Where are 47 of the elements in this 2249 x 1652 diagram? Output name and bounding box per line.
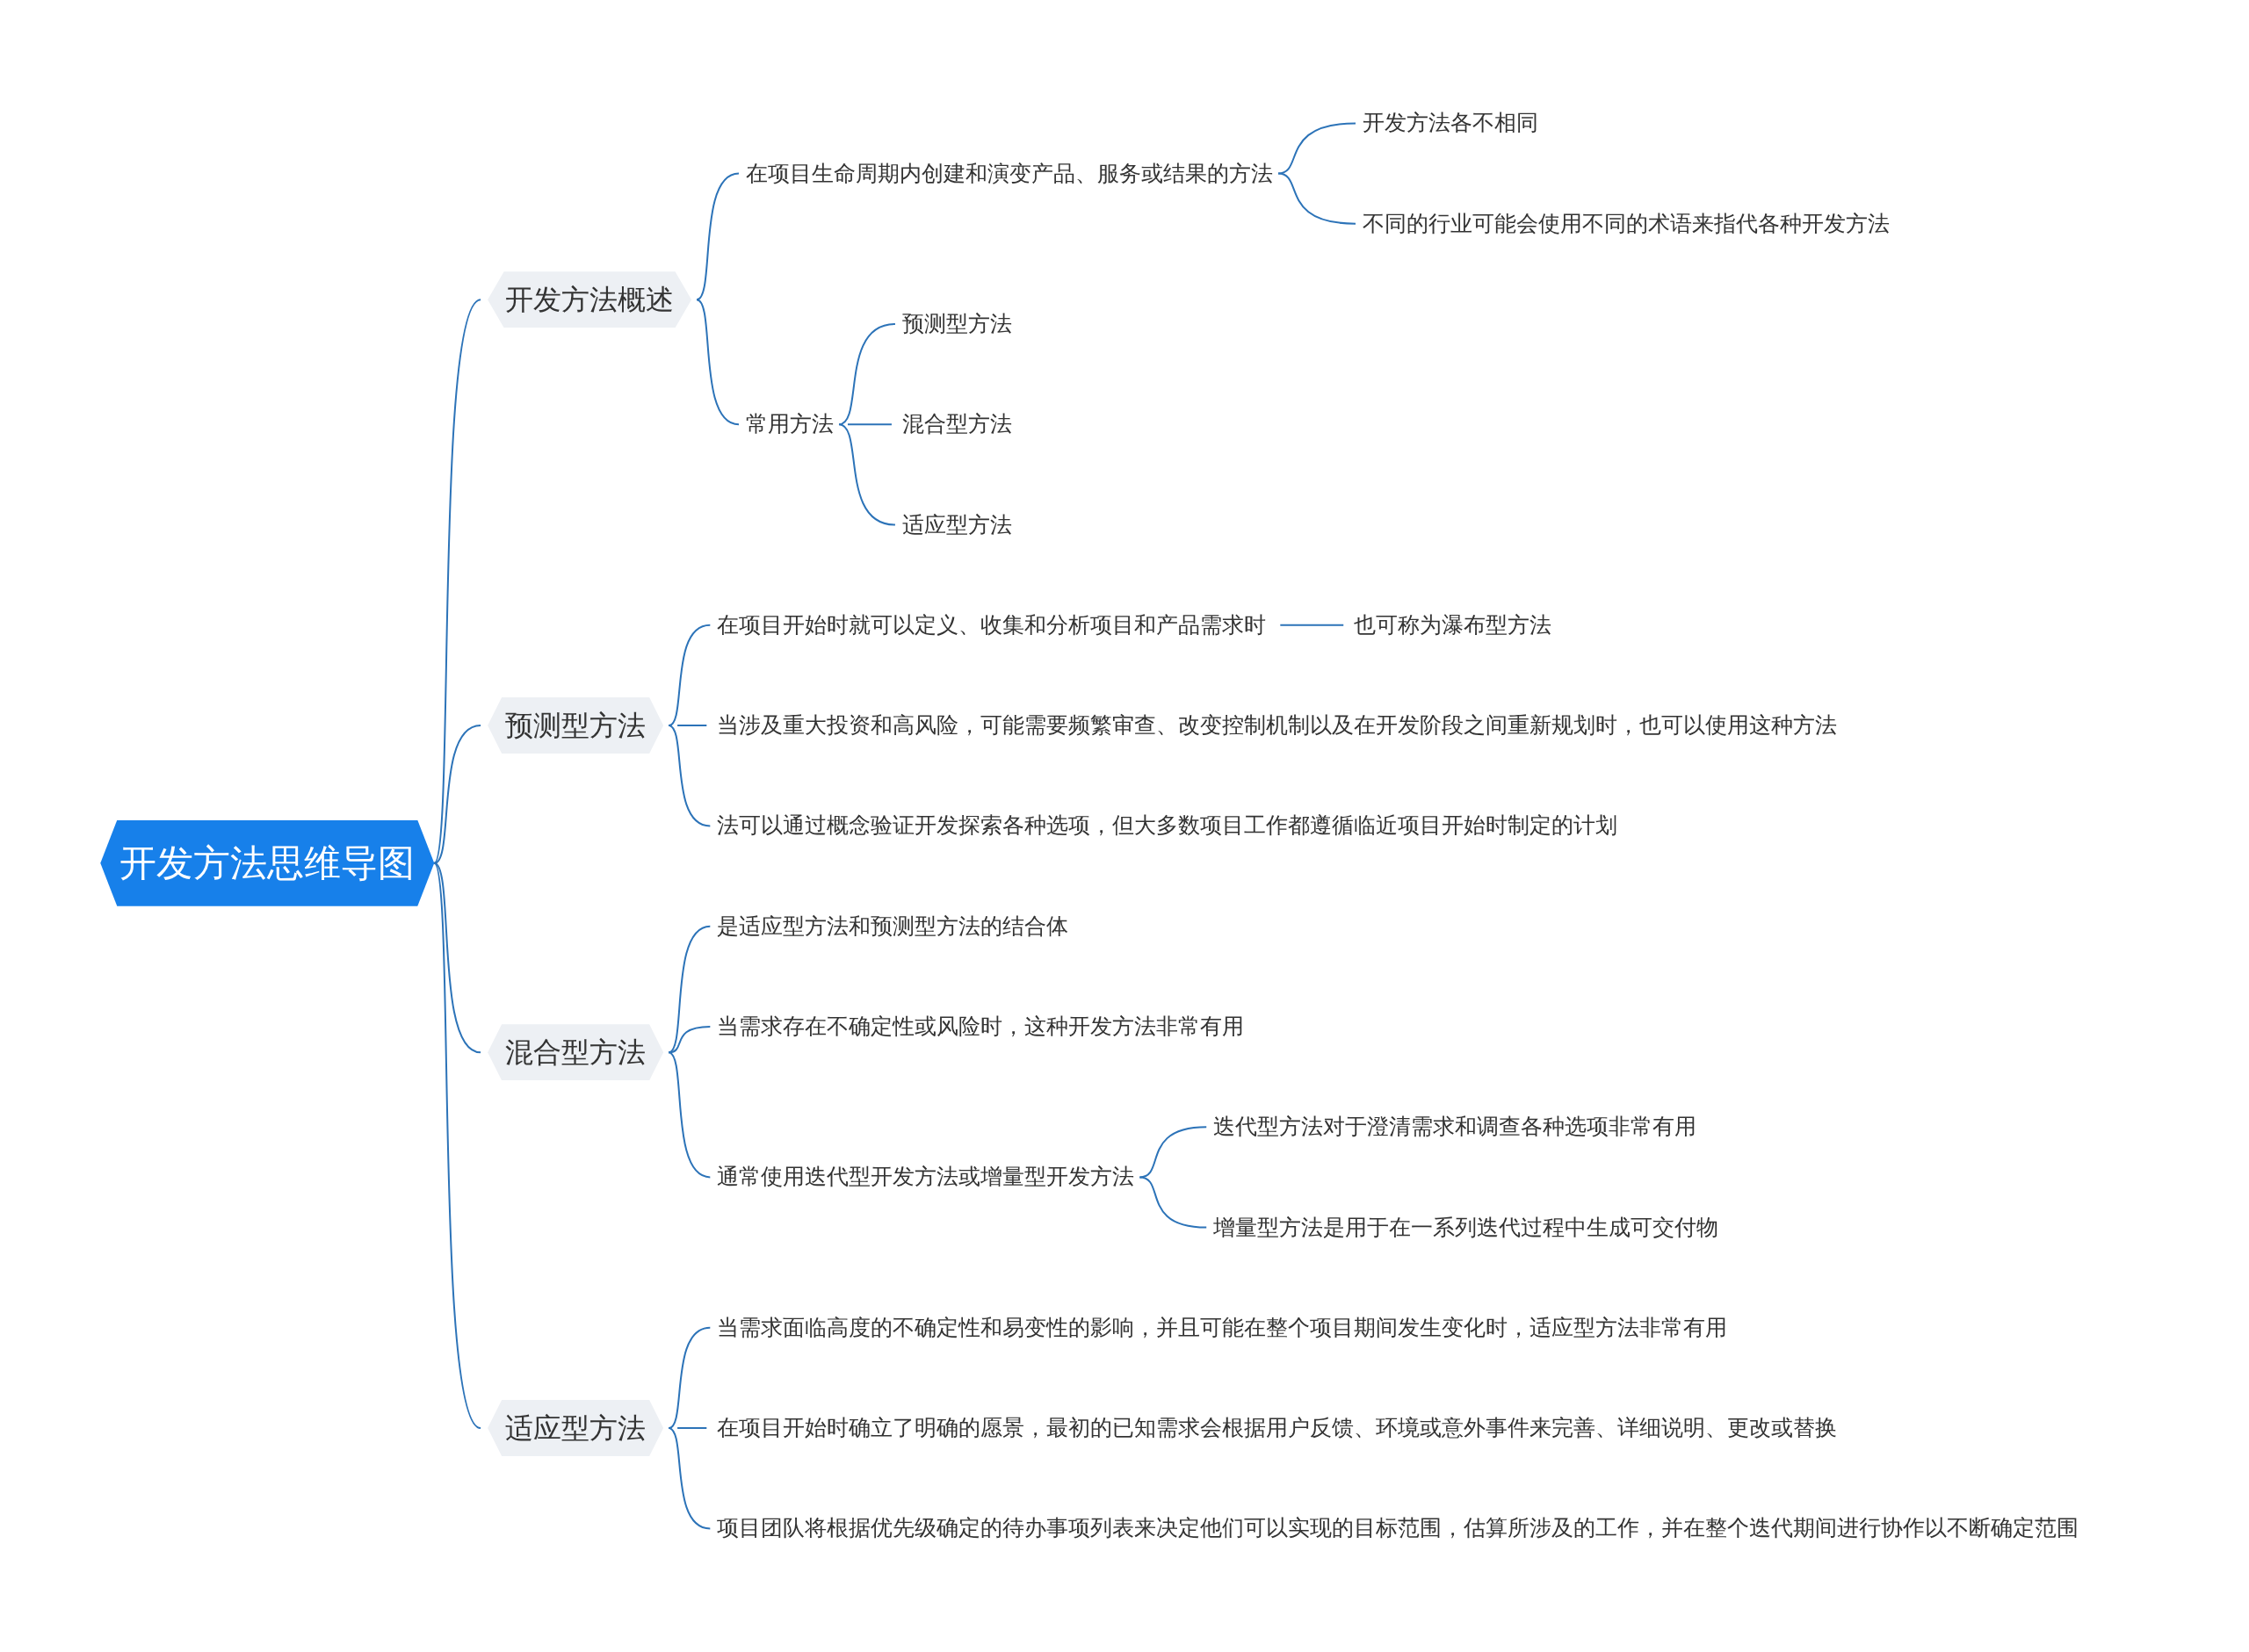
branch-topic: 开发方法概述 bbox=[488, 271, 692, 328]
connector-line bbox=[433, 862, 482, 1430]
topic-text: 预测型方法 bbox=[901, 308, 1012, 339]
topic-text: 当需求存在不确定性或风险时，这种开发方法非常有用 bbox=[717, 1011, 1245, 1042]
connector-line bbox=[668, 1326, 712, 1430]
topic-text: 是适应型方法和预测型方法的结合体 bbox=[717, 911, 1069, 941]
topic-text: 常用方法 bbox=[745, 409, 834, 440]
connector-line bbox=[838, 323, 896, 426]
connector-line bbox=[433, 862, 482, 1054]
connector-line bbox=[1279, 624, 1345, 626]
connector-line bbox=[668, 624, 712, 727]
connector-line bbox=[1277, 172, 1356, 225]
topic-text: 在项目开始时就可以定义、收集和分析项目和产品需求时 bbox=[717, 610, 1267, 640]
topic-text: 当需求面临高度的不确定性和易变性的影响，并且可能在整个项目期间发生变化时，适应型方法非常有用 bbox=[717, 1312, 1728, 1343]
branch-topic: 混合型方法 bbox=[488, 1024, 664, 1081]
topic-text: 项目团队将根据优先级确定的待办事项列表来决定他们可以实现的目标范围，估算所涉及的工作，并在整个迭代期间进行协作以不断确定范围 bbox=[717, 1513, 2079, 1544]
topic-text: 在项目开始时确立了明确的愿景，最初的已知需求会根据用户反馈、环境或意外事件来完善、详细说明、更改或替换 bbox=[717, 1413, 1838, 1444]
connector-line bbox=[433, 725, 482, 864]
connector-line bbox=[1139, 1176, 1208, 1229]
topic-text: 在项目生命周期内创建和演变产品、服务或结果的方法 bbox=[745, 158, 1273, 189]
connector-line bbox=[676, 725, 708, 727]
topic-text: 不同的行业可能会使用不同的术语来指代各种开发方法 bbox=[1363, 208, 1890, 239]
topic-text: 当涉及重大投资和高风险，可能需要频繁审查、改变控制机制以及在开发阶段之间重新规划时，也可以使用这种方法 bbox=[717, 711, 1838, 741]
connector-line bbox=[696, 172, 740, 301]
topic-text: 开发方法各不相同 bbox=[1363, 108, 1538, 139]
connector-line bbox=[668, 1427, 712, 1530]
topic-text: 迭代型方法对于澄清需求和调查各种选项非常有用 bbox=[1213, 1112, 1697, 1143]
topic-text: 也可称为瀑布型方法 bbox=[1354, 610, 1552, 640]
connector-line bbox=[696, 299, 740, 426]
connector-line bbox=[838, 423, 896, 526]
topic-text: 混合型方法 bbox=[901, 409, 1012, 440]
topic-text: 增量型方法是用于在一系列迭代过程中生成可交付物 bbox=[1213, 1212, 1719, 1243]
connector-line bbox=[1139, 1126, 1208, 1179]
connector-line bbox=[433, 299, 482, 864]
connector-line bbox=[668, 725, 712, 827]
connector-line bbox=[668, 1051, 712, 1179]
topic-text: 适应型方法 bbox=[901, 509, 1012, 540]
connector-line bbox=[1277, 122, 1356, 175]
topic-text: 通常使用迭代型开发方法或增量型开发方法 bbox=[717, 1162, 1135, 1193]
connector-line bbox=[676, 1427, 708, 1430]
root-topic: 开发方法思维导图 bbox=[100, 819, 435, 906]
connector-line bbox=[668, 1026, 712, 1054]
connector-line bbox=[668, 925, 712, 1054]
topic-text: 法可以通过概念验证开发探索各种选项，但大多数项目工作都遵循临近项目开始时制定的计划 bbox=[717, 811, 1618, 841]
branch-topic: 适应型方法 bbox=[488, 1400, 664, 1457]
branch-topic: 预测型方法 bbox=[488, 697, 664, 754]
connector-line bbox=[847, 423, 893, 426]
